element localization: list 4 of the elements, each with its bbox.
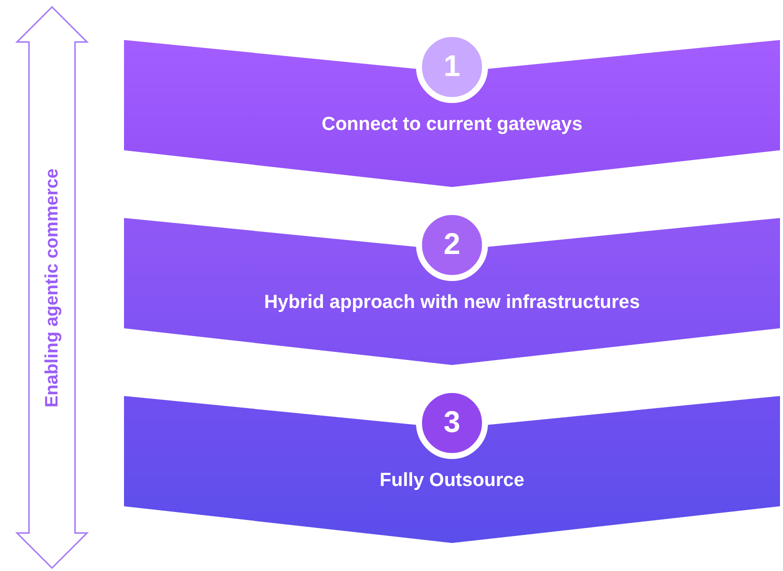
step-label: Hybrid approach with new infrastructures: [263, 292, 641, 314]
step-label: Connect to current gateways: [320, 114, 584, 136]
side-label: Enabling agentic commerce: [42, 168, 62, 408]
step-label: Fully Outsource: [378, 470, 526, 492]
